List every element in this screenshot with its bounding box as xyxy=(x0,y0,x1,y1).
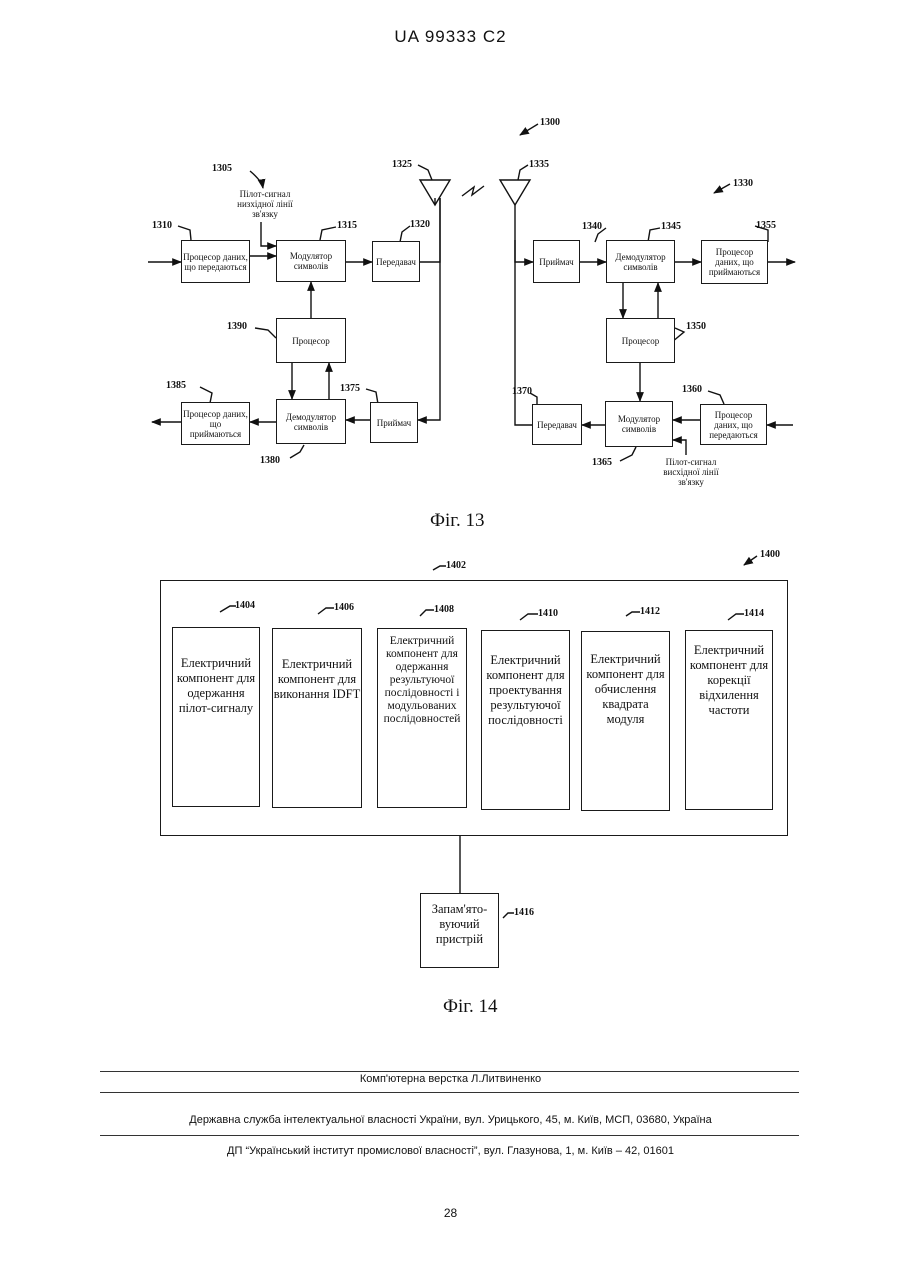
fig14-caption: Фіг. 14 xyxy=(443,996,497,1018)
ref-1310: 1310 xyxy=(152,220,172,231)
footer-rule-1 xyxy=(100,1071,799,1072)
transmitter-right: Передавач xyxy=(532,404,582,445)
ref-1390: 1390 xyxy=(227,321,247,332)
component-1410: Електричний компонент для проектування р… xyxy=(481,630,570,810)
downlink-pilot-note: Пілот-сигнал низхідної лінії зв'язку xyxy=(225,189,305,219)
rx-data-processor-left: Процесор даних, що приймаються xyxy=(181,402,250,445)
ref-1408: 1408 xyxy=(434,604,454,615)
page-number: 28 xyxy=(0,1206,901,1220)
ref-1300: 1300 xyxy=(540,117,560,128)
ref-1380: 1380 xyxy=(260,455,280,466)
component-1406: Електричний компонент для виконання IDFT xyxy=(272,628,362,808)
ref-1325: 1325 xyxy=(392,159,412,170)
footer-rule-2 xyxy=(100,1092,799,1093)
ref-1340: 1340 xyxy=(582,221,602,232)
ref-1365: 1365 xyxy=(592,457,612,468)
rx-data-processor-right: Процесор даних, що приймаються xyxy=(701,240,768,284)
ref-1305: 1305 xyxy=(212,163,232,174)
ref-1402: 1402 xyxy=(446,560,466,571)
ref-1414: 1414 xyxy=(744,608,764,619)
ref-1412: 1412 xyxy=(640,606,660,617)
fig13-caption: Фіг. 13 xyxy=(430,510,484,532)
ref-1375: 1375 xyxy=(340,383,360,394)
component-1404: Електричний компонент для одержання піло… xyxy=(172,627,260,807)
ref-1360: 1360 xyxy=(682,384,702,395)
ref-1315: 1315 xyxy=(337,220,357,231)
ref-1355: 1355 xyxy=(756,220,776,231)
processor-left: Процесор xyxy=(276,318,346,363)
layout-credit: Комп'ютерна верстка Л.Литвиненко xyxy=(0,1073,901,1085)
ref-1400: 1400 xyxy=(760,549,780,560)
processor-right: Процесор xyxy=(606,318,675,363)
institute-address: ДП “Український інститут промислової вла… xyxy=(0,1145,901,1157)
tx-data-processor-left: Процесор даних, що передаються xyxy=(181,240,250,283)
ref-1320: 1320 xyxy=(410,219,430,230)
component-1414: Електричний компонент для корекції відхи… xyxy=(685,630,773,810)
symbol-demodulator-right: Демодулятор символів xyxy=(606,240,675,283)
ref-1330: 1330 xyxy=(733,178,753,189)
component-1412: Електричний компонент для обчислення ква… xyxy=(581,631,670,811)
symbol-demodulator-left: Демодулятор символів xyxy=(276,399,346,444)
component-1408: Електричний компонент для одержання резу… xyxy=(377,628,467,808)
transmitter-left: Передавач xyxy=(372,241,420,282)
ref-1416: 1416 xyxy=(514,907,534,918)
ref-1410: 1410 xyxy=(538,608,558,619)
receiver-left: Приймач xyxy=(370,402,418,443)
receiver-right: Приймач xyxy=(533,240,580,283)
ref-1406: 1406 xyxy=(334,602,354,613)
symbol-modulator-left: Модулятор символів xyxy=(276,240,346,282)
agency-address: Державна служба інтелектуальної власност… xyxy=(0,1114,901,1126)
uplink-pilot-note: Пілот-сигнал висхідної лінії зв'язку xyxy=(654,457,728,487)
ref-1345: 1345 xyxy=(661,221,681,232)
symbol-modulator-right: Модулятор символів xyxy=(605,401,673,447)
tx-data-processor-right: Процесор даних, що передаються xyxy=(700,404,767,445)
ref-1370: 1370 xyxy=(512,386,532,397)
ref-1350: 1350 xyxy=(686,321,706,332)
ref-1404: 1404 xyxy=(235,600,255,611)
memory-device-1416: Запам'ято-вуючий пристрій xyxy=(420,893,499,968)
footer-rule-3 xyxy=(100,1135,799,1136)
ref-1335: 1335 xyxy=(529,159,549,170)
ref-1385: 1385 xyxy=(166,380,186,391)
